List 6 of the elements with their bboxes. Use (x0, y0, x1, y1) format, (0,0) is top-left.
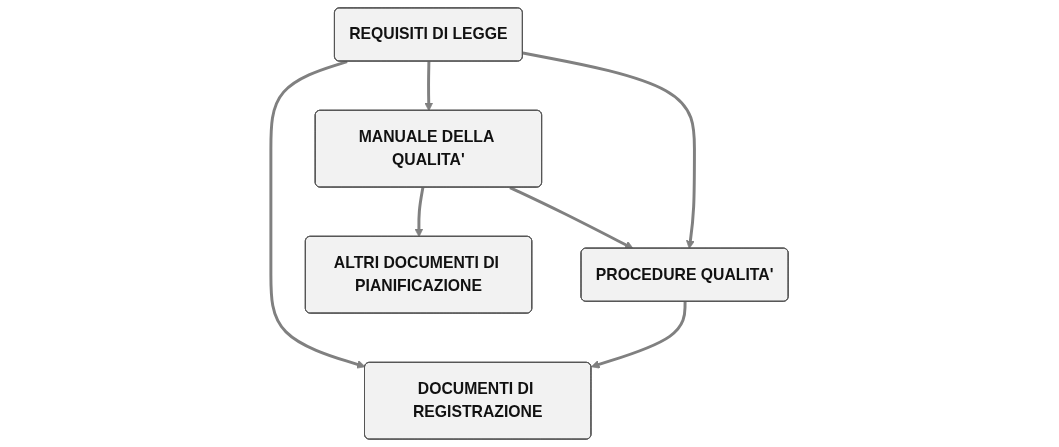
arrow (269, 60, 366, 369)
arrow (590, 301, 687, 369)
arrow (522, 51, 696, 249)
arrow (414, 187, 425, 238)
arrow (509, 186, 634, 249)
arrow (424, 61, 434, 112)
